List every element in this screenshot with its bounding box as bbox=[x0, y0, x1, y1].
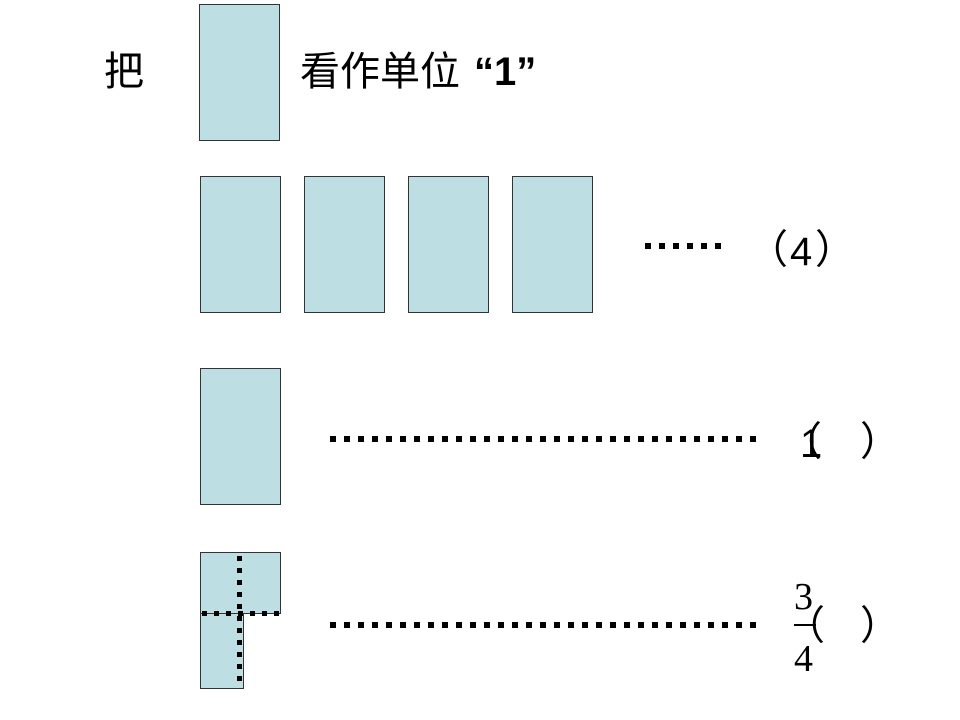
row3-right-paren: ） bbox=[860, 603, 900, 649]
row3-vertical-dotted-divider bbox=[237, 556, 242, 681]
row1-dotted-leader bbox=[645, 243, 721, 249]
row3-left-paren: （ bbox=[785, 603, 825, 649]
row1-rectangle bbox=[512, 176, 593, 313]
row1-rectangle bbox=[408, 176, 489, 313]
row1-right-paren: ） bbox=[815, 227, 855, 273]
fraction-numerator: 3 bbox=[794, 576, 813, 618]
header-suffix-text: 看作单位 bbox=[300, 50, 460, 94]
row2-rectangle bbox=[200, 368, 281, 505]
unit-one-label: “1” bbox=[474, 50, 537, 94]
row3-partial-rectangle-lower bbox=[200, 613, 244, 689]
row3-horizontal-dotted-divider bbox=[202, 611, 279, 616]
row3-dotted-leader bbox=[330, 622, 756, 628]
header-prefix: 把 bbox=[104, 50, 144, 94]
fraction-denominator: 4 bbox=[794, 638, 813, 680]
row1-rectangle bbox=[304, 176, 385, 313]
fraction-bar bbox=[794, 624, 816, 626]
row2-answer: 1 bbox=[800, 422, 823, 466]
unit-rectangle bbox=[199, 4, 280, 141]
row1-rectangle bbox=[200, 176, 281, 313]
row2-left-paren: （ bbox=[782, 419, 822, 465]
row2-right-paren: ） bbox=[860, 419, 900, 465]
row2-dotted-leader bbox=[330, 436, 756, 442]
row1-answer: 4 bbox=[790, 230, 813, 274]
row1-left-paren: （ bbox=[748, 227, 788, 273]
header-suffix: 看作单位 “1” bbox=[300, 52, 536, 92]
